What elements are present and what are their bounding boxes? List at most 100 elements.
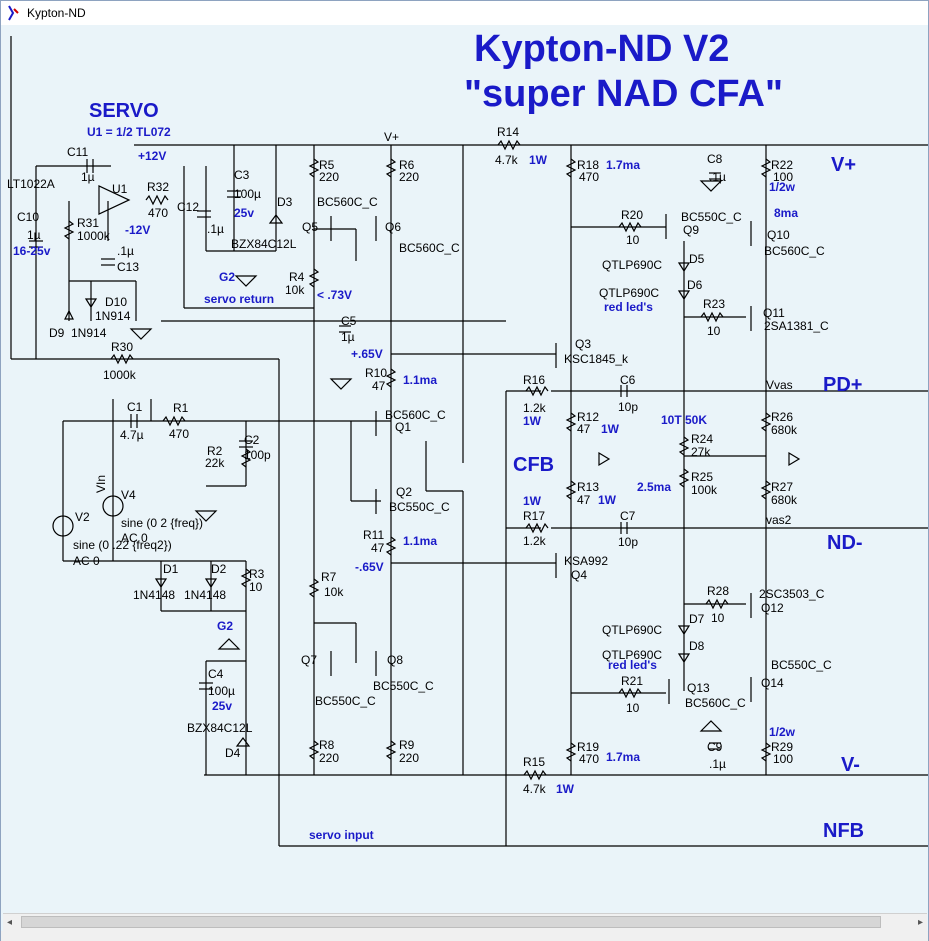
ltspice-app-icon bbox=[8, 5, 19, 21]
part-d8-value: QTLP690C bbox=[602, 648, 662, 662]
part-q12-ref: Q12 bbox=[761, 601, 784, 615]
part-r31-ref: R31 bbox=[77, 216, 99, 230]
part-q6-value: BC560C_C bbox=[399, 241, 460, 255]
part-q12-value: 2SC3503_C bbox=[759, 587, 825, 601]
part-d7-value: QTLP690C bbox=[602, 623, 662, 637]
part-r26-ref: R26 bbox=[771, 410, 793, 424]
part-r17-value: 1.2k bbox=[523, 534, 547, 548]
status-bar bbox=[1, 931, 928, 941]
note-power-r14: 1W bbox=[529, 153, 548, 167]
part-q1-value: BC560C_C bbox=[385, 408, 446, 422]
part-q4-value: KSA992 bbox=[564, 554, 608, 568]
part-r13-value: 47 bbox=[577, 493, 591, 507]
note-vvas: Vvas bbox=[766, 378, 793, 392]
part-c10-ref: C10 bbox=[17, 210, 39, 224]
note-current-r10: 1.1ma bbox=[403, 373, 437, 387]
part-r32-ref: R32 bbox=[147, 180, 169, 194]
part-c12-ref: C12 bbox=[177, 200, 199, 214]
part-r29-ref: R29 bbox=[771, 740, 793, 754]
part-d4-ref: D4 bbox=[225, 746, 241, 760]
note-c10-voltage: 16-25v bbox=[13, 244, 51, 258]
note-v2-source: sine (0 .22 {freq2}) bbox=[73, 538, 172, 552]
note-plus12v: +12V bbox=[138, 149, 166, 163]
part-c13-value: .1µ bbox=[117, 244, 134, 258]
scroll-thumb[interactable] bbox=[21, 916, 881, 928]
net-vplus: V+ bbox=[831, 154, 856, 176]
scroll-right-arrow-icon[interactable]: ▸ bbox=[917, 917, 923, 928]
part-c8-value: .1µ bbox=[709, 170, 726, 184]
part-r2-ref: R2 bbox=[207, 444, 223, 458]
part-q11-value: 2SA1381_C bbox=[764, 319, 829, 333]
note-minus12v: -12V bbox=[125, 223, 150, 237]
note-v2-ac: AC 0 bbox=[73, 554, 100, 568]
note-power-r12: 1W bbox=[601, 422, 620, 436]
servo-title: SERVO bbox=[89, 100, 159, 122]
part-r2-value: 22k bbox=[205, 456, 225, 470]
schematic-canvas[interactable]: Kypton-ND V2 "super NAD CFA" SERVO U1 = … bbox=[1, 25, 928, 913]
part-r14-ref: R14 bbox=[497, 125, 519, 139]
note-power-r29: 1/2w bbox=[769, 725, 796, 739]
schematic-title-line1: Kypton-ND V2 bbox=[474, 28, 729, 70]
part-d6-value: QTLP690C bbox=[599, 286, 659, 300]
net-cfb: CFB bbox=[513, 454, 554, 476]
part-r23-ref: R23 bbox=[703, 297, 725, 311]
part-v2-ref: V2 bbox=[75, 510, 90, 524]
part-r30-ref: R30 bbox=[111, 340, 133, 354]
note-red-leds-1: red led's bbox=[604, 300, 653, 314]
part-d9-value: 1N914 bbox=[71, 326, 107, 340]
part-d2-ref: D2 bbox=[211, 562, 227, 576]
part-r12-ref: R12 bbox=[577, 410, 599, 424]
part-r23-value: 10 bbox=[707, 324, 721, 338]
part-c6-value: 10p bbox=[618, 400, 638, 414]
part-r9-value: 220 bbox=[399, 751, 419, 765]
part-r28-ref: R28 bbox=[707, 584, 729, 598]
scroll-track[interactable] bbox=[21, 916, 909, 928]
part-d6-ref: D6 bbox=[687, 278, 703, 292]
part-q2-ref: Q2 bbox=[396, 485, 412, 499]
part-d3-value: BZX84C12L bbox=[231, 237, 297, 251]
note-v065m: -.65V bbox=[355, 560, 384, 574]
part-c7-value: 10p bbox=[618, 535, 638, 549]
part-r16-value: 1.2k bbox=[523, 401, 547, 415]
note-vplus: V+ bbox=[384, 130, 399, 144]
note-10t-50k: 10T 50K bbox=[661, 413, 707, 427]
part-c3-ref: C3 bbox=[234, 168, 250, 182]
part-r5-value: 220 bbox=[319, 170, 339, 184]
part-r4-ref: R4 bbox=[289, 270, 305, 284]
note-power-r15: 1W bbox=[556, 782, 575, 796]
part-r10-value: 47 bbox=[372, 379, 386, 393]
servo-subtitle: U1 = 1/2 TL072 bbox=[87, 125, 171, 139]
part-r15-ref: R15 bbox=[523, 755, 545, 769]
part-q8-ref: Q8 bbox=[387, 653, 403, 667]
part-r19-value: 470 bbox=[579, 752, 599, 766]
window-title: Kypton-ND bbox=[27, 6, 86, 20]
part-d3-ref: D3 bbox=[277, 195, 293, 209]
note-current-r11: 1.1ma bbox=[403, 534, 437, 548]
title-bar[interactable]: Kypton-ND bbox=[1, 1, 928, 26]
part-r13-ref: R13 bbox=[577, 480, 599, 494]
part-r11-ref: R11 bbox=[363, 528, 384, 542]
part-v4-ref: V4 bbox=[121, 488, 136, 502]
part-r10-ref: R10 bbox=[365, 366, 387, 380]
part-r3-ref: R3 bbox=[249, 567, 265, 581]
part-c9-ref: C9 bbox=[707, 740, 723, 754]
note-red-leds-2: red led's bbox=[608, 658, 657, 672]
part-c13-ref: C13 bbox=[117, 260, 139, 274]
note-v065p: +.65V bbox=[351, 347, 383, 361]
part-q4-ref: Q4 bbox=[571, 568, 587, 582]
part-c11-value: 1µ bbox=[81, 170, 95, 184]
part-r12-value: 47 bbox=[577, 422, 591, 436]
part-q7-ref: Q7 bbox=[301, 653, 317, 667]
part-d10-ref: D10 bbox=[105, 295, 127, 309]
note-v073: < .73V bbox=[317, 288, 352, 302]
part-r24-value: 27k bbox=[691, 445, 711, 459]
part-q3-value: KSC1845_k bbox=[564, 352, 629, 366]
note-current-q10: 8ma bbox=[774, 206, 798, 220]
part-r20-value: 10 bbox=[626, 233, 640, 247]
horizontal-scrollbar[interactable]: ◂ ▸ bbox=[3, 913, 927, 931]
note-current-r19: 1.7ma bbox=[606, 750, 640, 764]
part-r18-ref: R18 bbox=[577, 158, 599, 172]
scroll-left-arrow-icon[interactable]: ◂ bbox=[7, 917, 13, 928]
part-r26-value: 680k bbox=[771, 423, 798, 437]
part-c1-ref: C1 bbox=[127, 400, 143, 414]
